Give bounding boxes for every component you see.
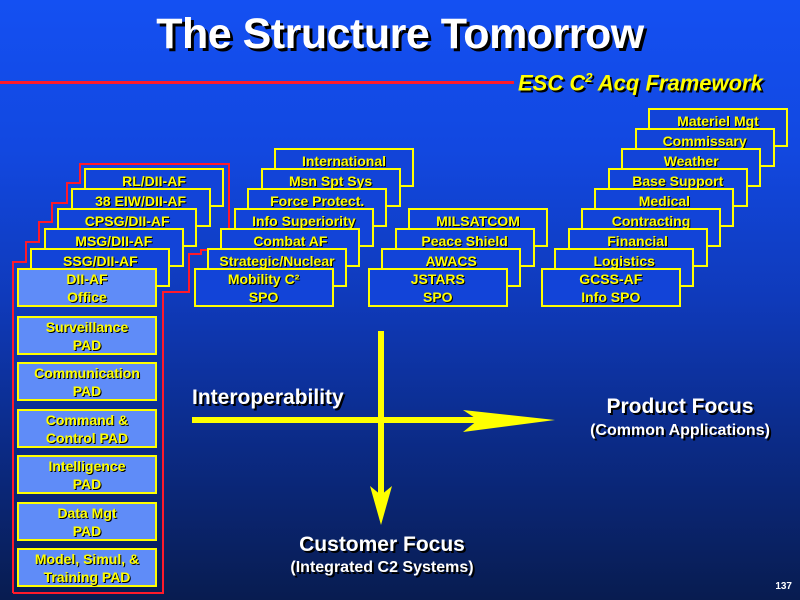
- box-label: MILSATCOM: [436, 213, 520, 229]
- box-label: Info SPO: [581, 289, 641, 305]
- box-label: GCSS-AF: [579, 271, 643, 287]
- box-label: MSG/DII-AF: [75, 233, 153, 249]
- box-label: Data Mgt: [57, 505, 117, 521]
- horizontal-arrow: [192, 410, 555, 432]
- box-label: Communication: [34, 365, 140, 381]
- box-label: Materiel Mgt: [677, 113, 759, 129]
- box-label: Msn Spt Sys: [288, 173, 373, 189]
- customer-focus-sublabel: (Integrated C2 Systems): [290, 559, 474, 576]
- box-label: Control PAD: [45, 430, 129, 446]
- box-label: SPO: [248, 289, 279, 305]
- product-focus-label: Product Focus: [606, 395, 754, 418]
- box-label: Strategic/Nuclear: [219, 253, 335, 269]
- box-label: PAD: [72, 523, 102, 539]
- box-label: Base Support: [632, 173, 724, 189]
- box-label: Logistics: [593, 253, 655, 269]
- box-label: Model, Simul, &: [34, 551, 140, 567]
- slide-subtitle: ESC C2 Acq Framework: [518, 70, 763, 96]
- subtitle-superscript: 2: [585, 70, 593, 85]
- gcss-box: GCSS-AF Info SPO: [540, 268, 681, 307]
- jstars-box: JSTARS SPO: [367, 268, 508, 307]
- box-label: Combat AF: [253, 233, 328, 249]
- slide-title: The Structure Tomorrow: [156, 10, 644, 58]
- box-label: Force Protect.: [270, 193, 365, 209]
- box-label: International: [301, 153, 386, 169]
- pad-box: Model, Simul, & Training PAD: [17, 548, 157, 587]
- box-label: Office: [67, 289, 107, 305]
- box-label: Intelligence: [48, 458, 126, 474]
- box-label: Contracting: [611, 213, 691, 229]
- box-label: JSTARS: [410, 271, 465, 287]
- box-label: Weather: [663, 153, 719, 169]
- box-label: PAD: [72, 383, 102, 399]
- box-label: PAD: [72, 337, 102, 353]
- box-label: PAD: [72, 476, 102, 492]
- box-label: Peace Shield: [421, 233, 508, 249]
- subtitle-text: ESC C: [518, 70, 586, 96]
- box-label: Training PAD: [43, 569, 131, 585]
- box-label: Command &: [45, 412, 129, 428]
- dii-af-box: DII-AF Office: [17, 268, 157, 307]
- subtitle-text-rest: Acq Framework: [592, 70, 763, 96]
- box-label: Info Superiority: [252, 213, 356, 229]
- box-label: SPO: [423, 289, 453, 305]
- box-label: CPSG/DII-AF: [84, 213, 170, 229]
- pad-box: Command & Control PAD: [17, 409, 157, 448]
- box-label: AWACS: [425, 253, 477, 269]
- box-label: 38 EIW/DII-AF: [95, 193, 187, 209]
- mobility-box: Mobility C² SPO: [193, 268, 334, 307]
- vertical-arrow: [370, 331, 392, 525]
- interoperability-label: Interoperability: [192, 386, 344, 409]
- box-label: Financial: [607, 233, 668, 249]
- box-label: Commissary: [662, 133, 747, 149]
- dii-af-outline: [12, 163, 230, 594]
- customer-focus-label: Customer Focus: [299, 533, 465, 556]
- title-divider: [0, 81, 514, 84]
- page-number: 137: [775, 581, 792, 592]
- box-label: Medical: [638, 193, 691, 209]
- box-label: Mobility C²: [227, 271, 300, 287]
- box-label: DII-AF: [66, 271, 108, 287]
- box-label: SSG/DII-AF: [63, 253, 138, 269]
- box-label: RL/DII-AF: [122, 173, 186, 189]
- box-label: Surveillance: [45, 319, 129, 335]
- product-focus-sublabel: (Common Applications): [590, 422, 770, 439]
